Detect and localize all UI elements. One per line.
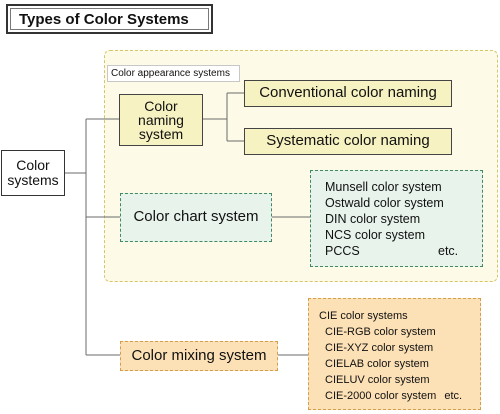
list-item: PCCS xyxy=(325,244,360,258)
etc-label: etc. xyxy=(438,244,459,258)
list-item: Ostwald color system xyxy=(325,196,444,210)
color-naming-node: Color naming system xyxy=(119,94,203,146)
list-item: CIELAB color system xyxy=(325,358,429,370)
list-item-last: PCCS etc. xyxy=(325,243,482,259)
cie-heading: CIE color systems xyxy=(319,310,408,322)
color-appearance-label: Color appearance systems xyxy=(107,65,240,82)
etc-label: etc. xyxy=(444,390,463,402)
conventional-naming-node: Conventional color naming xyxy=(244,80,452,107)
color-naming-label: Color naming system xyxy=(138,98,184,142)
list-item: Munsell color system xyxy=(325,180,442,194)
color-mixing-node: Color mixing system xyxy=(120,341,278,371)
cie-systems-list: CIE color systems CIE-RGB color system C… xyxy=(308,298,481,410)
list-item: CIELUV color system xyxy=(325,374,430,386)
list-item: CIE-RGB color system xyxy=(325,326,436,338)
color-chart-node: Color chart system xyxy=(120,193,272,242)
diagram-title: Types of Color Systems xyxy=(10,8,209,30)
systematic-naming-node: Systematic color naming xyxy=(244,128,452,155)
color-systems-node: Color systems xyxy=(1,150,65,196)
title-frame: Types of Color Systems xyxy=(6,4,213,34)
list-item: CIE-XYZ color system xyxy=(325,342,434,354)
list-item: DIN color system xyxy=(325,212,421,226)
list-item: NCS color system xyxy=(325,228,426,242)
color-systems-label: Color systems xyxy=(7,157,59,188)
color-chart-systems-list: Munsell color system Ostwald color syste… xyxy=(310,170,483,267)
list-item: CIE-2000 color system xyxy=(325,390,437,402)
list-item-last: CIE-2000 color system etc. xyxy=(319,388,480,404)
